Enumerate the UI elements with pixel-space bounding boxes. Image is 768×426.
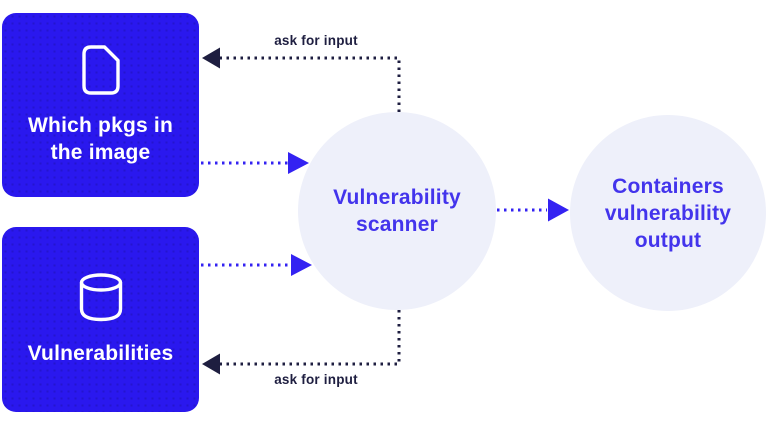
- edge-scanner-ask-vulnerabilities: [219, 310, 401, 366]
- packages-box-label: Which pkgs in the image: [28, 112, 173, 166]
- output-label-line3: output: [634, 228, 702, 252]
- scanner-label-line2: scanner: [356, 213, 438, 236]
- ask-for-input-label-bottom: ask for input: [274, 372, 358, 387]
- vulnerabilities-box-label: Vulnerabilities: [28, 340, 174, 367]
- node-output-circle: Containers vulnerability output: [570, 115, 766, 311]
- node-scanner-circle: Vulnerability scanner: [298, 112, 496, 310]
- vulnerabilities-box-label-line1: Vulnerabilities: [27, 341, 174, 365]
- arrowhead-left-bottom-icon: [202, 353, 220, 375]
- scanner-circle-label: Vulnerability scanner: [333, 184, 461, 238]
- arrowhead-left-top-icon: [202, 47, 220, 69]
- document-icon: [81, 44, 120, 95]
- node-packages-box: Which pkgs in the image: [2, 13, 199, 197]
- scanner-label-line1: Vulnerability: [333, 186, 461, 209]
- packages-box-label-line1: Which pkgs in: [28, 113, 173, 137]
- output-circle-label: Containers vulnerability output: [605, 173, 731, 254]
- output-label-line2: vulnerability: [604, 201, 732, 225]
- edge-scanner-ask-packages: [219, 56, 401, 112]
- output-label-line1: Containers: [612, 174, 724, 198]
- packages-box-label-line2: the image: [50, 140, 151, 164]
- ask-for-input-label-top: ask for input: [274, 33, 358, 48]
- node-vulnerabilities-box: Vulnerabilities: [2, 227, 199, 412]
- database-icon: [79, 272, 122, 321]
- arrowhead-right-output-icon: [548, 198, 569, 222]
